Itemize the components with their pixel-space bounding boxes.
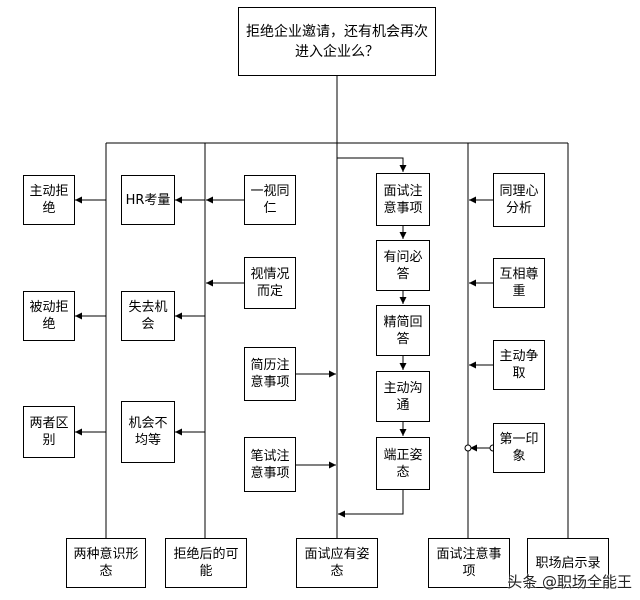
title-text: 拒绝企业邀请，还有机会再次进入企业么？ bbox=[246, 23, 428, 60]
node-label: 被动拒绝 bbox=[29, 300, 69, 332]
node-empathy-analysis: 同理心分析 bbox=[493, 173, 545, 227]
node-treat-equally: 一视同仁 bbox=[244, 175, 296, 225]
node-answer-all: 有问必答 bbox=[376, 240, 430, 291]
diagram-title: 拒绝企业邀请，还有机会再次进入企业么？ bbox=[238, 7, 436, 76]
footer-label: 面试注意事项 bbox=[436, 547, 502, 579]
footer-label: 职场启示录 bbox=[535, 555, 601, 571]
node-label: 第一印象 bbox=[499, 432, 539, 464]
node-label: 主动拒绝 bbox=[29, 184, 69, 216]
node-active-strive: 主动争取 bbox=[493, 340, 545, 390]
node-label: 视情况而定 bbox=[250, 267, 290, 299]
node-first-impression: 第一印象 bbox=[493, 423, 545, 473]
node-interview-notes: 面试注意事项 bbox=[376, 173, 430, 226]
node-label: 有问必答 bbox=[383, 249, 423, 282]
node-label: HR考量 bbox=[125, 192, 171, 208]
node-active-reject: 主动拒绝 bbox=[23, 175, 75, 225]
footer-interview-notes: 面试注意事项 bbox=[428, 538, 510, 588]
node-unequal-chance: 机会不均等 bbox=[121, 401, 175, 463]
node-label: 主动沟通 bbox=[383, 380, 423, 413]
node-label: 端正姿态 bbox=[383, 447, 423, 480]
node-label: 机会不均等 bbox=[128, 416, 168, 448]
node-difference: 两者区别 bbox=[23, 406, 75, 458]
footer-two-mindsets: 两种意识形态 bbox=[66, 538, 146, 588]
watermark: 头条 @职场全能王 bbox=[507, 573, 632, 591]
node-label: 面试注意事项 bbox=[383, 183, 423, 216]
footer-interview-attitude: 面试应有姿态 bbox=[296, 538, 378, 588]
node-depends-situation: 视情况而定 bbox=[244, 257, 296, 309]
node-label: 简历注意事项 bbox=[250, 358, 290, 390]
node-label: 失去机会 bbox=[128, 300, 168, 332]
node-correct-attitude: 端正姿态 bbox=[376, 437, 430, 490]
node-label: 两者区别 bbox=[29, 416, 69, 448]
node-resume-notes: 简历注意事项 bbox=[244, 347, 296, 401]
node-lose-chance: 失去机会 bbox=[121, 291, 175, 341]
footer-label: 两种意识形态 bbox=[73, 547, 139, 579]
node-label: 精简回答 bbox=[383, 314, 423, 347]
footer-workplace-insights: 职场启示录 bbox=[527, 538, 609, 588]
node-label: 同理心分析 bbox=[499, 184, 539, 216]
node-written-test-notes: 笔试注意事项 bbox=[244, 437, 296, 492]
node-label: 互相尊重 bbox=[499, 267, 539, 299]
node-active-communicate: 主动沟通 bbox=[376, 371, 430, 422]
node-label: 主动争取 bbox=[499, 349, 539, 381]
footer-label: 拒绝后的可能 bbox=[173, 547, 239, 579]
node-label: 一视同仁 bbox=[250, 184, 290, 216]
node-label: 笔试注意事项 bbox=[250, 448, 290, 481]
footer-label: 面试应有姿态 bbox=[304, 547, 370, 579]
node-passive-reject: 被动拒绝 bbox=[23, 291, 75, 341]
node-hr-consider: HR考量 bbox=[121, 175, 175, 225]
node-mutual-respect: 互相尊重 bbox=[493, 258, 545, 308]
node-concise-answer: 精简回答 bbox=[376, 305, 430, 356]
footer-possibilities: 拒绝后的可能 bbox=[165, 538, 247, 588]
